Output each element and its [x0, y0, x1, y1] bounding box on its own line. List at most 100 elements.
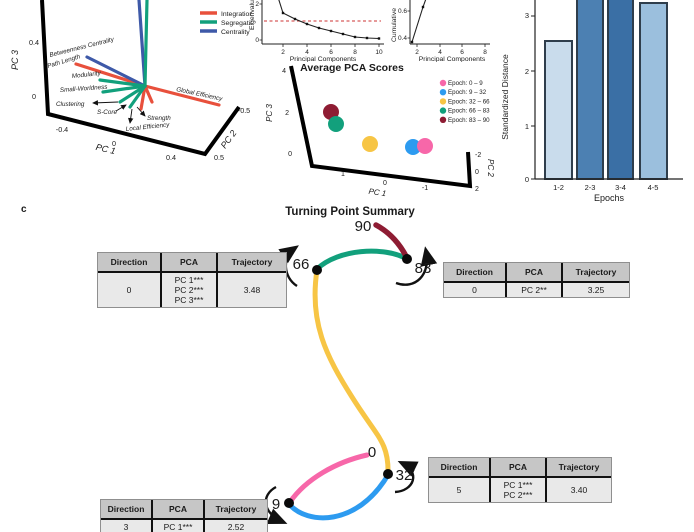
node-9: 9 — [272, 496, 280, 513]
xtick: 6 — [329, 49, 333, 56]
node-32: 32 — [396, 467, 413, 484]
legend-dot — [439, 116, 447, 123]
table-header: PCA — [489, 458, 545, 478]
node-0: 0 — [368, 444, 376, 461]
legend-label: Segregation — [221, 20, 252, 27]
segment-66-83 — [314, 248, 410, 272]
category-label: 1-2 — [553, 183, 564, 192]
direction-value: 3 — [123, 522, 129, 532]
eigenvalue-points — [281, 11, 381, 40]
average-pca-scores-panel: Average PCA Scores 4 2 0 1 0 -1 -2 0 2 P… — [265, 62, 495, 199]
label-arrows — [92, 100, 146, 124]
epoch-legend: Epoch: 0 – 9 Epoch: 9 – 32 Epoch: 32 – 6… — [439, 79, 490, 124]
pc1-tick: 0 — [383, 180, 387, 187]
vector-clustering — [118, 84, 147, 104]
epoch-score-points — [323, 104, 433, 155]
dot-32 — [383, 469, 393, 479]
pca-biplot-panel: Betweenness Centrality Path Length Modul… — [10, 0, 252, 162]
table-header: Direction — [429, 458, 489, 478]
legend-label: Epoch: 0 – 9 — [448, 80, 483, 87]
bar-xlabel: Epochs — [594, 193, 625, 203]
table-header: PCA — [151, 500, 203, 520]
strength-arrow — [136, 106, 146, 117]
direction-value: 0 — [472, 285, 477, 295]
local-efficiency-arrow — [128, 108, 134, 124]
node-83: 83 — [415, 260, 432, 277]
pc1-tick: -1 — [422, 185, 428, 192]
vector-label: Small-Worldness — [60, 84, 109, 94]
pca-line: PC 3*** — [174, 295, 204, 305]
pc1-tick: 1 — [341, 171, 345, 178]
summary-table-83: Direction PCA Trajectory 0 PC 2** 3.25 — [443, 262, 630, 298]
pc3-tick: 0 — [288, 151, 292, 158]
legend-label: Epoch: 83 – 90 — [448, 117, 490, 124]
cumulative-axes — [409, 0, 490, 45]
table-header: Trajectory — [216, 253, 286, 273]
legend-dot — [439, 89, 447, 96]
table-header: Direction — [98, 253, 160, 273]
category-label: 2-3 — [585, 183, 596, 192]
category-label: 3-4 — [615, 183, 626, 192]
ytick: 0 — [255, 37, 259, 44]
legend-label: Centrality — [221, 29, 250, 36]
summary-table-66: Direction PCA Trajectory 0 PC 1*** PC 2*… — [97, 252, 287, 308]
pc3-axis-label: PC 3 — [10, 50, 20, 70]
biplot-vectors — [74, 0, 221, 111]
pca-line: PC 1*** — [503, 480, 533, 490]
pca-value: PC 1*** PC 2*** — [489, 478, 545, 502]
xtick: 8 — [483, 49, 487, 56]
table-header: PCA — [505, 263, 561, 283]
trajectory-value: 2.52 — [203, 520, 267, 532]
pc1-tick: 0 — [112, 139, 116, 148]
pca-line: PC 1*** — [163, 522, 193, 532]
arrow-32 — [394, 460, 419, 494]
vector-small-worldness — [101, 84, 147, 94]
vector-label: Betweenness Centrality — [49, 36, 116, 59]
pc1-tick: 0.4 — [166, 153, 176, 162]
turning-point-dots — [284, 254, 412, 508]
pc3-tick: 0.4 — [29, 38, 39, 47]
scree-xlabel: Principal Components — [290, 56, 357, 62]
table-header: Trajectory — [203, 500, 267, 520]
cumulative-ylabel: Cumulative — [391, 8, 398, 42]
dot-9 — [284, 498, 294, 508]
pca-line: PC 1*** — [174, 275, 204, 285]
node-66: 66 — [293, 256, 310, 273]
cumulative-plot-panel: 0.6 0.4 2 4 6 8 Principal Components Cum… — [391, 0, 490, 62]
pca-value: PC 2** — [505, 283, 561, 297]
node-labels: 90 66 83 0 32 9 — [272, 218, 432, 513]
table-header: PCA — [160, 253, 216, 273]
bar-4-5 — [639, 2, 668, 180]
scores-axis-titles: PC 3 PC 1 PC 2 — [265, 104, 495, 199]
pc1-axis-label: PC 1 — [368, 187, 387, 198]
table-header: Trajectory — [561, 263, 629, 283]
biplot-axis-frame — [40, 0, 241, 157]
vector-label: Strength — [147, 115, 171, 122]
segment-83-90 — [373, 222, 410, 261]
legend-dot — [439, 79, 447, 87]
pca-value: PC 1*** PC 2*** PC 3*** — [160, 273, 216, 307]
scores-axis-frame — [289, 65, 473, 189]
point-epoch-83-90 — [323, 104, 339, 120]
pca-value: PC 1*** — [151, 520, 203, 532]
bar-2-3 — [576, 0, 604, 180]
pc3-tick: 0 — [32, 92, 36, 101]
ytick: 1 — [525, 122, 529, 131]
vector-label: Modularity — [71, 70, 101, 80]
bar-3-4 — [607, 0, 634, 180]
cumulative-tickmarks — [407, 10, 486, 47]
xtick: 10 — [375, 49, 383, 56]
vector-betweenness-centrality — [85, 55, 147, 88]
pc2-tick: 0.5 — [214, 153, 224, 162]
standardized-distance-panel: 3 2 1 0 1-2 2-3 3-4 4-5 Epochs Standardi… — [500, 0, 683, 203]
pc2-axis-label: PC 2 — [486, 159, 495, 177]
panel-c-label: c — [21, 204, 27, 215]
pc2-tick: -0.5 — [238, 106, 250, 115]
ytick: 3 — [525, 11, 529, 20]
point-epoch-66-83 — [328, 116, 344, 132]
xtick: 4 — [438, 49, 442, 56]
ytick: 0.6 — [398, 8, 407, 15]
s-core-arrow — [115, 104, 127, 112]
cumulative-xlabel: Principal Components — [419, 56, 486, 62]
